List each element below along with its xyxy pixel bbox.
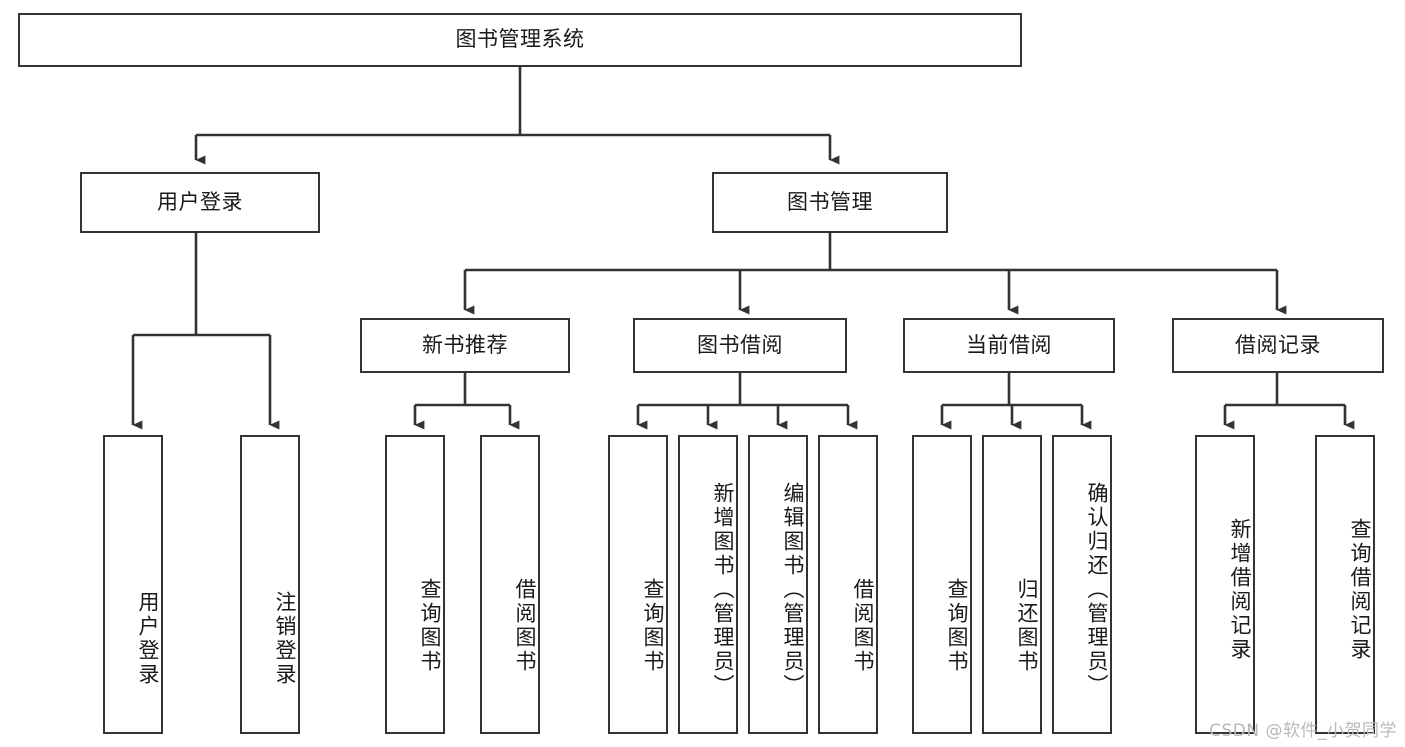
node-label: 图书管理系统 [455,27,585,52]
leaf-label: 查询图书 [945,577,969,674]
leaf-borrow-add-book-admin[interactable]: 新增图书（管理员） [678,435,738,734]
leaf-record-query-borrow-record[interactable]: 查询借阅记录 [1315,435,1375,734]
node-book-management[interactable]: 图书管理 [712,172,948,233]
leaf-new-book-borrow[interactable]: 借阅图书 [480,435,540,734]
leaf-label: 借阅图书 [513,577,537,674]
leaf-label: 确认归还（管理员） [1085,481,1109,698]
leaf-label: 查询借阅记录 [1348,517,1372,662]
leaf-label: 新增图书（管理员） [711,481,735,698]
node-root-book-management-system[interactable]: 图书管理系统 [18,13,1022,67]
node-label: 借阅记录 [1235,332,1321,357]
node-label: 图书借阅 [697,332,783,357]
leaf-label: 查询图书 [418,577,442,674]
leaf-current-confirm-return-admin[interactable]: 确认归还（管理员） [1052,435,1112,734]
leaf-label: 借阅图书 [851,577,875,674]
leaf-label: 新增借阅记录 [1228,517,1252,662]
node-label: 当前借阅 [966,332,1052,357]
node-user-login[interactable]: 用户登录 [80,172,320,233]
node-label: 新书推荐 [422,332,508,357]
node-current-borrow[interactable]: 当前借阅 [903,318,1115,373]
leaf-new-book-query[interactable]: 查询图书 [385,435,445,734]
node-new-book-recommend[interactable]: 新书推荐 [360,318,570,373]
leaf-borrow-edit-book-admin[interactable]: 编辑图书（管理员） [748,435,808,734]
leaf-label: 归还图书 [1015,577,1039,674]
node-label: 图书管理 [787,189,873,214]
leaf-borrow-query-book[interactable]: 查询图书 [608,435,668,734]
leaf-label: 编辑图书（管理员） [781,481,805,698]
leaf-current-query-book[interactable]: 查询图书 [912,435,972,734]
node-book-borrow[interactable]: 图书借阅 [633,318,847,373]
leaf-current-return-book[interactable]: 归还图书 [982,435,1042,734]
node-borrow-record[interactable]: 借阅记录 [1172,318,1384,373]
leaf-label: 用户登录 [136,590,160,687]
leaf-label: 注销登录 [273,590,297,687]
leaf-user-login-login[interactable]: 用户登录 [103,435,163,734]
leaf-user-login-logout[interactable]: 注销登录 [240,435,300,734]
leaf-borrow-borrow-book[interactable]: 借阅图书 [818,435,878,734]
leaf-label: 查询图书 [641,577,665,674]
node-label: 用户登录 [157,189,243,214]
leaf-record-add-borrow-record[interactable]: 新增借阅记录 [1195,435,1255,734]
